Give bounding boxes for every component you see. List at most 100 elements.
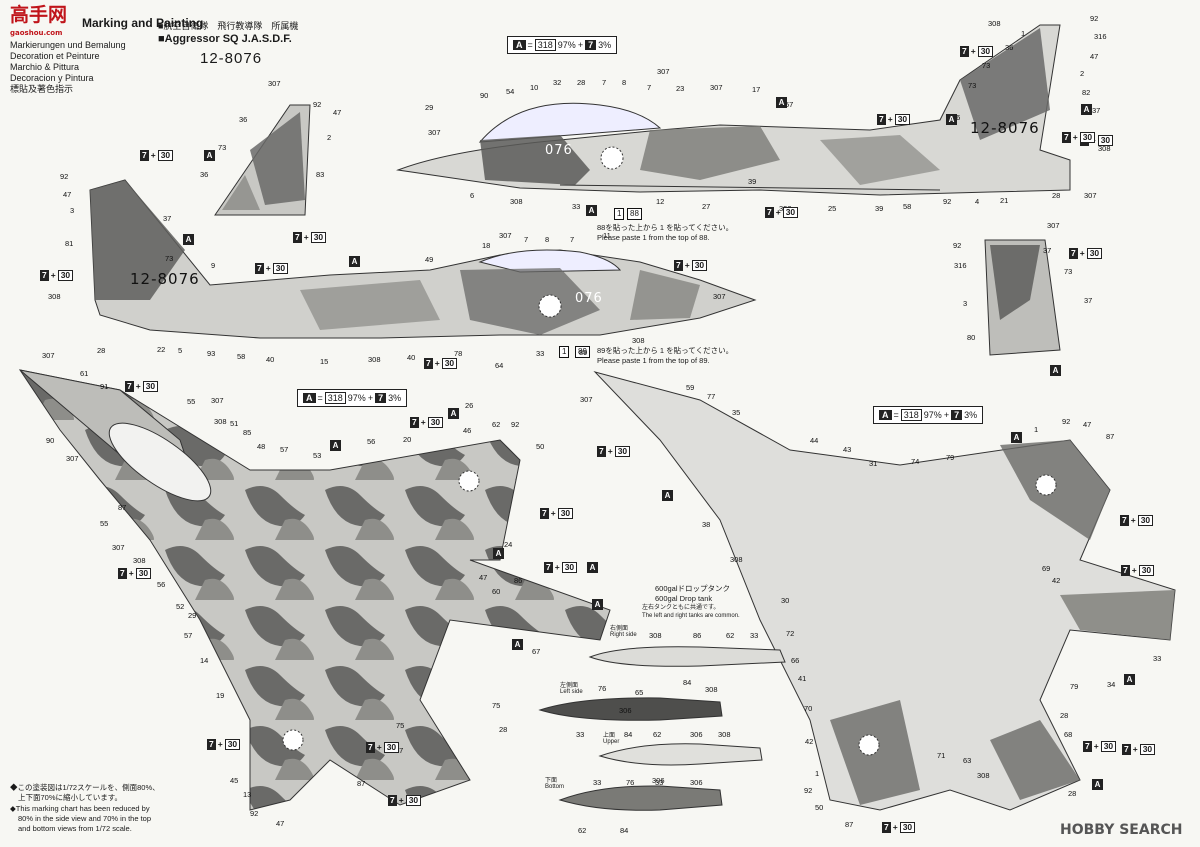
footnote-jp-1: ◆この塗装図は1/72スケールを、側面80%、 bbox=[10, 783, 160, 792]
paste-note-jp-1: 88を貼った上から 1 を貼ってください。 bbox=[597, 223, 734, 232]
callout-top-view-9: 85 bbox=[243, 428, 252, 437]
callout-tank-3: 33 bbox=[750, 631, 759, 640]
tank-upper: 上面 Upper bbox=[603, 733, 620, 745]
callout-tank-2: 62 bbox=[726, 631, 735, 640]
unit-jp: ■航空自衛隊 飛行教導隊 所属機 bbox=[158, 21, 299, 31]
callout-top-view-37: 45 bbox=[230, 776, 239, 785]
callout-side-top-17: 12 bbox=[656, 197, 665, 206]
callout-side-bottom-5: 28 bbox=[97, 346, 106, 355]
paste-note-jp-2: 89を貼った上から 1 を貼ってください。 bbox=[597, 346, 734, 355]
mix-badge-3: 7+30 bbox=[1062, 132, 1096, 143]
watermark-logo: 高手网 bbox=[10, 4, 68, 26]
callout-tank-12: 308 bbox=[705, 685, 718, 694]
callout-top-view-28: 19 bbox=[216, 691, 225, 700]
callout-bottom-view-9: 74 bbox=[911, 457, 920, 466]
callout-side-bottom-0: 92 bbox=[60, 172, 69, 181]
callout-side-bottom-24: 307 bbox=[499, 231, 512, 240]
callout-tank-10: 62 bbox=[653, 730, 662, 739]
callout-tail-left-0: 307 bbox=[268, 79, 281, 88]
mix-badge-11: 7+30 bbox=[293, 232, 327, 243]
callout-top-view-10: 48 bbox=[257, 442, 266, 451]
mix-badge-19: 7+30 bbox=[597, 446, 631, 457]
callout-fin-right-7: 80 bbox=[967, 333, 976, 342]
callout-top-view-41: 87 bbox=[357, 779, 366, 788]
callout-side-top-23: 58 bbox=[903, 202, 912, 211]
callout-tail-left-4: 2 bbox=[327, 133, 332, 142]
callout-tank-0: 308 bbox=[649, 631, 662, 640]
callout-side-bottom-6: 22 bbox=[157, 345, 166, 354]
paint-a-badge-12: A bbox=[662, 490, 673, 501]
callout-side-top-5: 7 bbox=[602, 78, 607, 87]
callout-bottom-view-13: 47 bbox=[1083, 420, 1092, 429]
callout-bottom-view-29: 308 bbox=[977, 771, 990, 780]
callout-bottom-view-10: 79 bbox=[946, 453, 955, 462]
tank-title-jp: 600galドロップタンク bbox=[655, 584, 731, 593]
callout-side-bottom-7: 5 bbox=[178, 346, 183, 355]
paint-a-badge-4: A bbox=[776, 97, 787, 108]
bottom-view bbox=[593, 371, 1176, 811]
heading-serial: 12-8076 bbox=[200, 50, 263, 67]
callout-top-view-16: 62 bbox=[492, 420, 501, 429]
ref-1-lower: 1 bbox=[559, 346, 570, 358]
callout-tank-20: 308 bbox=[718, 730, 731, 739]
callout-top-view-25: 29 bbox=[188, 611, 197, 620]
mix-badge-5: 7+30 bbox=[40, 270, 74, 281]
callout-bottom-view-25: 50 bbox=[815, 803, 824, 812]
mix-badge-13: 7+30 bbox=[540, 508, 574, 519]
drop-tanks bbox=[538, 646, 786, 811]
callout-top-view-42: 24 bbox=[504, 540, 513, 549]
callout-side-top-27: 28 bbox=[1052, 191, 1061, 200]
callout-bottom-view-24: 92 bbox=[804, 786, 813, 795]
callout-top-view-2: 91 bbox=[100, 382, 109, 391]
callout-tail-right-7: 73 bbox=[968, 81, 977, 90]
callout-tail-right-11: 1 bbox=[1021, 29, 1026, 38]
paste-note-en-2: Please paste 1 from the top of 89. bbox=[597, 356, 710, 365]
callout-side-bottom-16: 33 bbox=[536, 349, 545, 358]
callout-fin-right-1: 92 bbox=[953, 241, 962, 250]
callout-bottom-view-35: 28 bbox=[1068, 789, 1077, 798]
side-view-upper bbox=[396, 24, 1071, 196]
callout-bottom-view-17: 30 bbox=[781, 596, 790, 605]
callout-top-view-4: 307 bbox=[66, 454, 79, 463]
callout-side-bottom-10: 40 bbox=[266, 355, 275, 364]
mix-badge-15: 7+30 bbox=[544, 562, 578, 573]
callout-side-top-15: 308 bbox=[510, 197, 523, 206]
callout-tail-right-10: 47 bbox=[1090, 52, 1099, 61]
callout-bottom-view-23: 1 bbox=[815, 769, 820, 778]
callout-fin-right-2: 316 bbox=[954, 261, 967, 270]
tail-serial-upper: 12-8076 bbox=[970, 119, 1040, 137]
callout-top-view-0: 307 bbox=[42, 351, 55, 360]
callout-tail-right-12: 308 bbox=[1098, 144, 1111, 153]
mix-badge-24: 7+30 bbox=[882, 822, 916, 833]
callout-top-view-5: 55 bbox=[187, 397, 196, 406]
callout-fin-right-3: 37 bbox=[1043, 246, 1052, 255]
fin-right bbox=[984, 239, 1061, 356]
callout-side-bottom-3: 81 bbox=[65, 239, 74, 248]
callout-side-bottom-19: 37 bbox=[163, 214, 172, 223]
callout-side-top-3: 32 bbox=[553, 78, 562, 87]
callout-top-view-32: 67 bbox=[532, 647, 541, 656]
tank-common-jp: 左右タンクともに共通です。 bbox=[642, 605, 720, 611]
callout-fin-right-5: 3 bbox=[963, 299, 968, 308]
callout-top-view-29: 47 bbox=[479, 573, 488, 582]
callout-tank-17: 62 bbox=[578, 826, 587, 835]
callout-bottom-view-4: 38 bbox=[702, 520, 711, 529]
mix-badge-2: 7+30 bbox=[877, 114, 911, 125]
ref-88: 88 bbox=[627, 208, 642, 220]
callout-side-top-21: 25 bbox=[828, 204, 837, 213]
callout-side-bottom-18: 308 bbox=[632, 336, 645, 345]
ref-1-upper: 1 bbox=[614, 208, 625, 220]
mix-badge-4: 7+30 bbox=[140, 150, 174, 161]
callout-bottom-view-30: 28 bbox=[1060, 711, 1069, 720]
callout-side-top-2: 10 bbox=[530, 83, 539, 92]
callout-side-bottom-1: 47 bbox=[63, 190, 72, 199]
callout-tail-left-2: 47 bbox=[333, 108, 342, 117]
callout-tail-left-6: 36 bbox=[200, 170, 209, 179]
callout-top-view-23: 56 bbox=[157, 580, 166, 589]
callout-tank-15: 33 bbox=[655, 778, 664, 787]
callout-side-top-28: 307 bbox=[1084, 191, 1097, 200]
paint-a-badge-16: A bbox=[512, 639, 523, 650]
unit-en: ■Aggressor SQ J.A.S.D.F. bbox=[158, 33, 292, 45]
